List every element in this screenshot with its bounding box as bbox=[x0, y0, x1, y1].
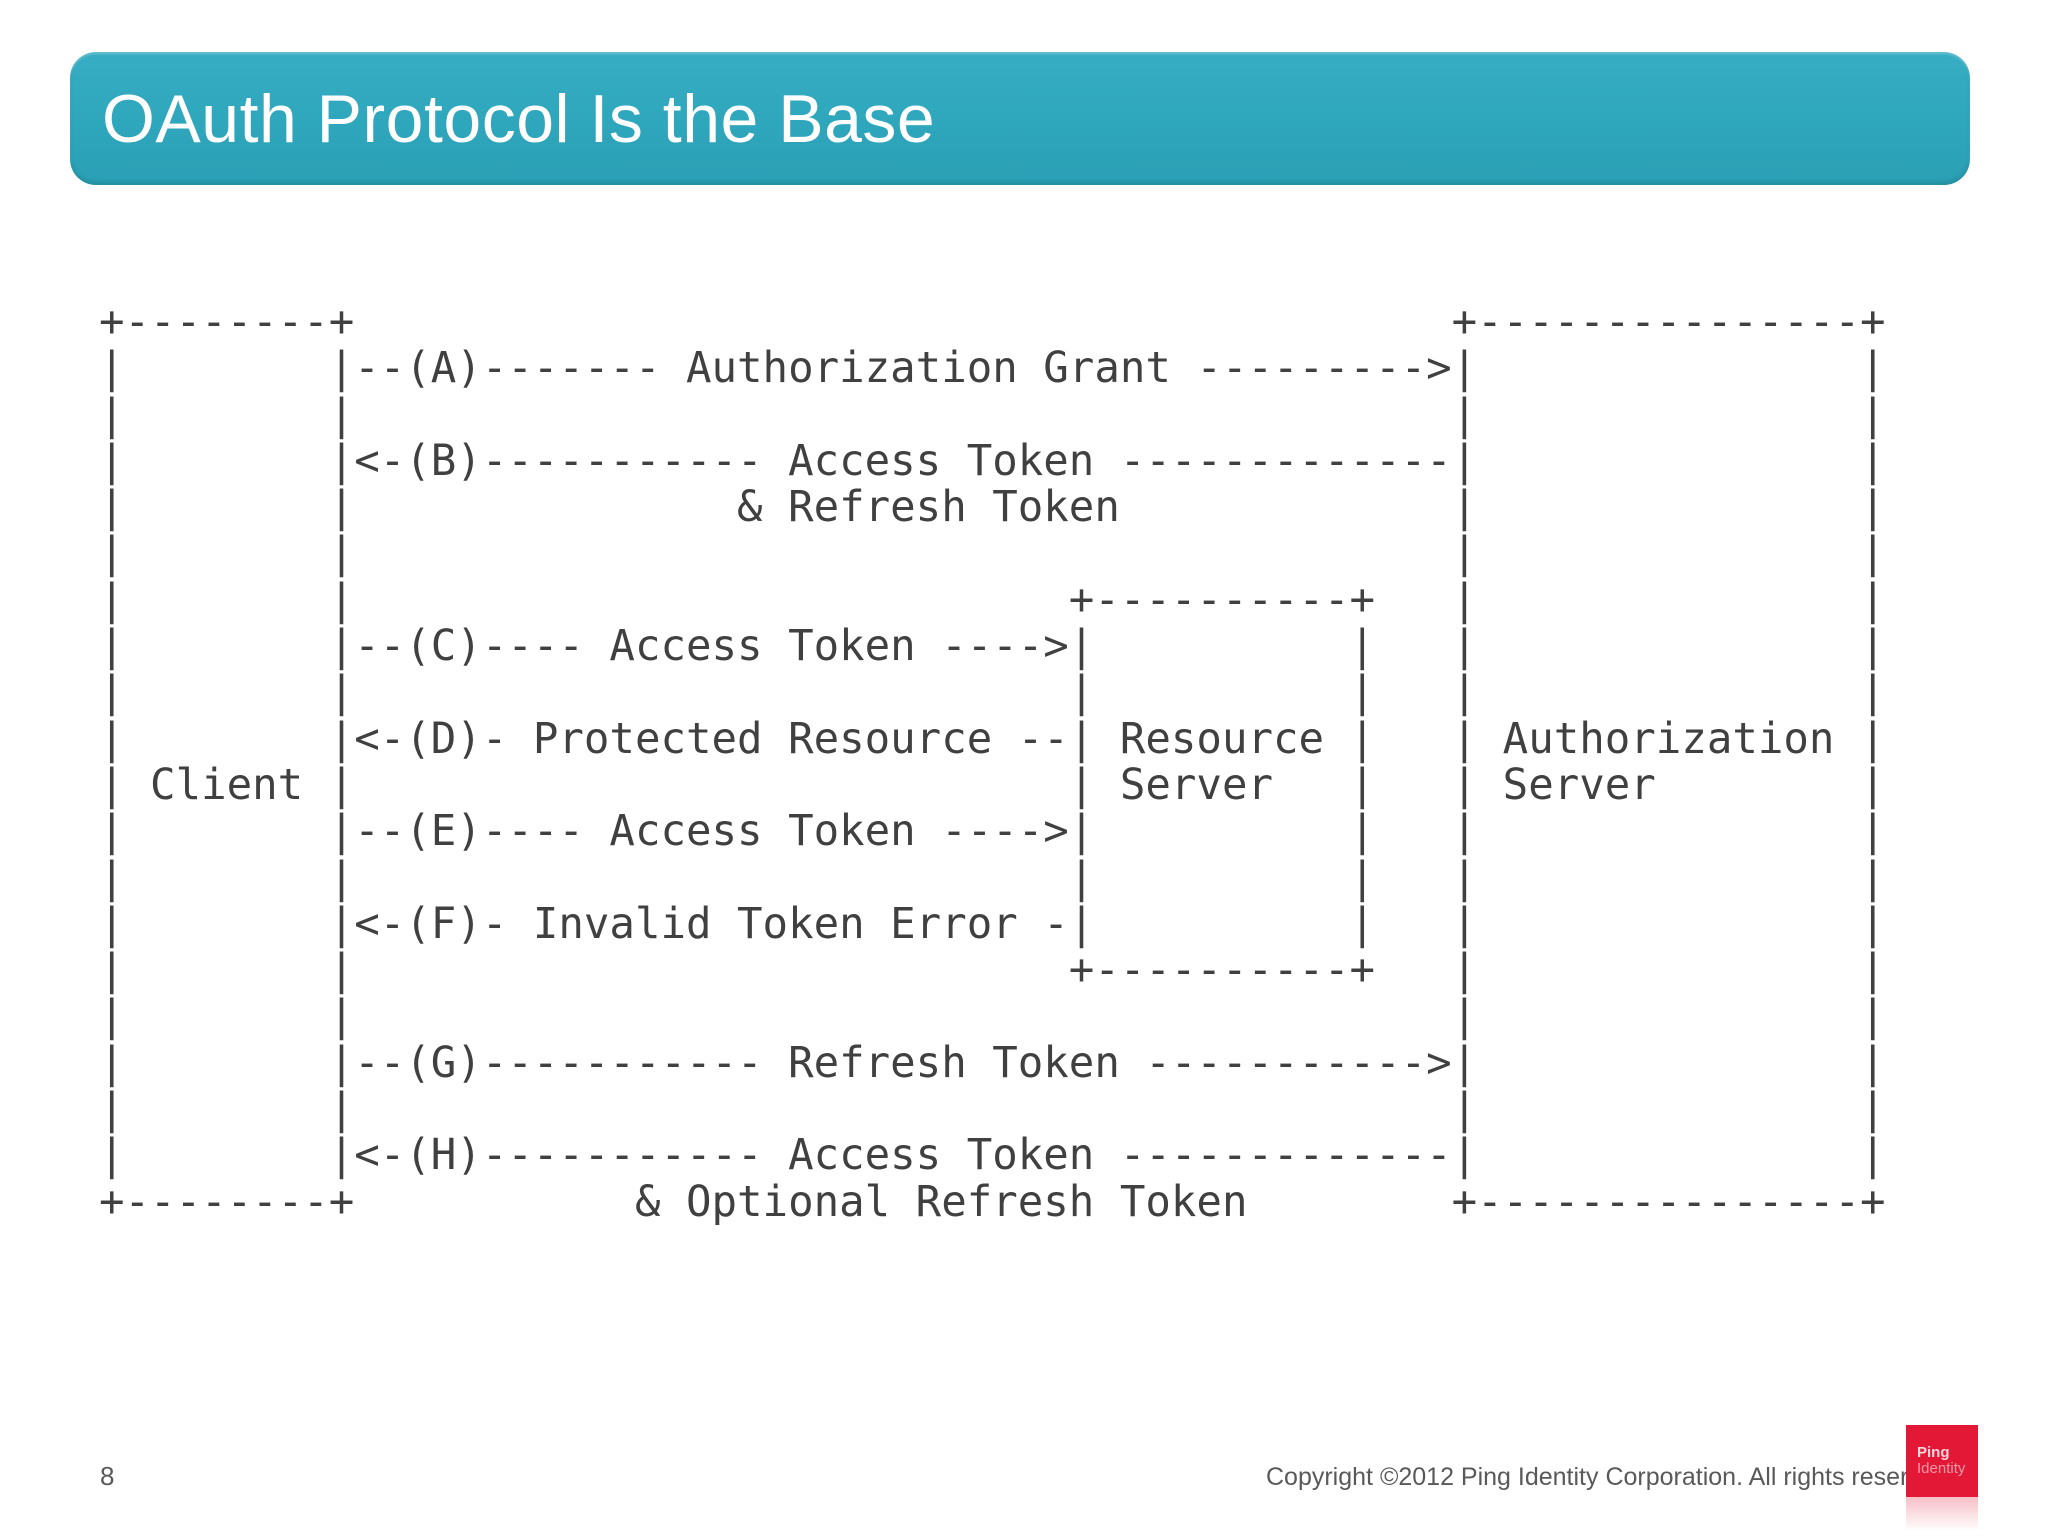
ping-identity-logo: Ping Identity bbox=[1906, 1425, 1978, 1497]
logo-text-ping: Ping bbox=[1917, 1444, 1950, 1461]
copyright-text: Copyright ©2012 Ping Identity Corporatio… bbox=[1266, 1463, 1956, 1491]
page-number: 8 bbox=[100, 1461, 115, 1491]
slide-title-banner: OAuth Protocol Is the Base bbox=[70, 52, 1970, 185]
slide-title: OAuth Protocol Is the Base bbox=[102, 80, 936, 157]
logo-text-identity: Identity bbox=[1917, 1460, 1966, 1477]
oauth-protocol-ascii-diagram: +--------+ +---------------+ | |--(A)---… bbox=[99, 297, 1886, 1226]
logo-reflection bbox=[1906, 1497, 1978, 1535]
